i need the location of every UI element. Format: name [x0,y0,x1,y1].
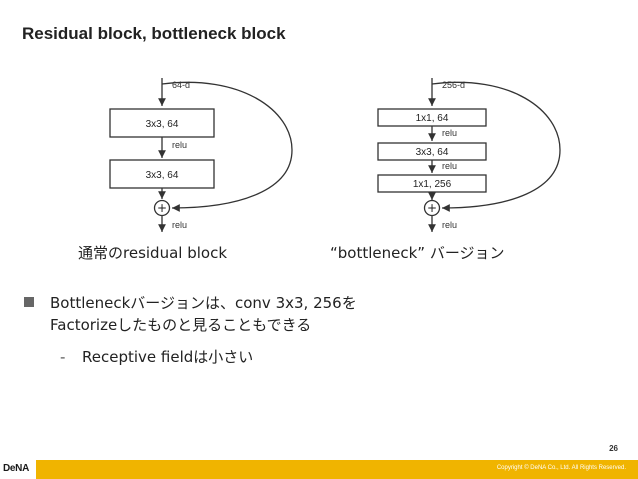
sum-symbol: + [157,201,167,215]
conv-box-right-3-label: 1x1, 256 [413,179,452,190]
input-label-right: 256-d [442,80,465,90]
bullet-square-icon [24,297,34,307]
relu-label-1: relu [172,140,187,150]
residual-block-diagram: 64-d 3x3, 64 relu 3x3, 64 + relu [109,78,293,232]
page-number: 26 [609,444,618,453]
relu-label-right-2: relu [442,161,457,171]
skip-connection [161,81,293,212]
logo-area: DeNA [0,460,36,479]
skip-connection-right [431,81,561,212]
input-label: 64-d [172,80,190,90]
caption-residual: 通常のresidual block [78,244,228,262]
bullet-text: Bottleneckバージョンは、conv 3x3, 256を Factoriz… [50,292,357,336]
caption-bottleneck: “bottleneck” バージョン [330,244,505,262]
sub-bullet-item: - Receptive fieldは小さい [60,346,357,368]
page-title: Residual block, bottleneck block [22,24,286,43]
sum-node [153,199,171,217]
residual-diagrams: 64-d 3x3, 64 relu 3x3, 64 + relu 256-d 1… [109,78,561,232]
dena-logo: DeNA [3,463,30,474]
bullet-line-1: Bottleneckバージョンは、conv 3x3, 256を [50,294,357,312]
conv-box-right-1-label: 1x1, 64 [416,113,449,124]
sum-node-right [423,199,441,217]
copyright-text: Copyright © DeNA Co., Ltd. All Rights Re… [496,465,626,471]
bullet-line-2: Factorizeしたものと見ることもできる [50,316,312,334]
bottleneck-block-diagram: 256-d 1x1, 64 relu 3x3, 64 relu 1x1, 256… [377,78,561,232]
bullet-list: Bottleneckバージョンは、conv 3x3, 256を Factoriz… [24,292,357,368]
relu-label-right-3: relu [442,220,457,230]
conv-box-right-2-label: 3x3, 64 [416,147,449,158]
conv-box-2 [109,159,215,189]
bullet-item: Bottleneckバージョンは、conv 3x3, 256を Factoriz… [24,292,357,336]
conv-box-2-label: 3x3, 64 [146,170,179,181]
sum-symbol-right: + [427,201,437,215]
relu-label-right-1: relu [442,128,457,138]
conv-box-1 [109,108,215,138]
sub-bullet-text: Receptive fieldは小さい [82,348,254,366]
sub-bullet-dash: - [60,348,66,366]
conv-box-1-label: 3x3, 64 [146,119,179,130]
footer-bar: DeNA Copyright © DeNA Co., Ltd. All Righ… [0,460,638,479]
relu-label-2: relu [172,220,187,230]
